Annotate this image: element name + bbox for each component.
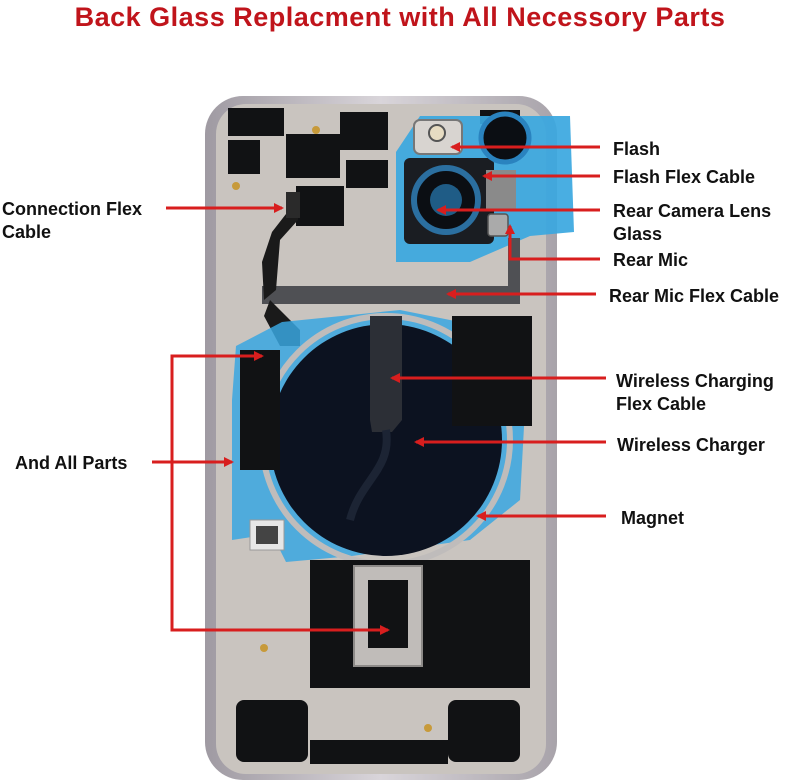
black-pad: [228, 108, 284, 136]
page-title: Back Glass Replacment with All Necessory…: [74, 2, 726, 32]
wireless-charger-flex: [370, 316, 402, 432]
black-pad: [236, 700, 308, 762]
black-pad: [228, 140, 260, 174]
arrow-rear-mic: [505, 224, 600, 261]
label-magnet: Magnet: [621, 508, 684, 528]
gold-screw: [260, 644, 268, 652]
black-pad: [310, 740, 448, 764]
label-wireless-charger: Wireless Charger: [617, 435, 765, 455]
black-pad: [286, 134, 340, 178]
label-wireless-charging-flex-cable: Wireless Charging Flex Cable: [616, 370, 774, 416]
label-rear-camera-lens-glass: Rear Camera Lens Glass: [613, 200, 771, 246]
label-wireless-charging-flex-cable-line2: Flex Cable: [616, 394, 707, 414]
label-wireless-charging-flex-cable-line1: Wireless Charging: [616, 371, 774, 391]
arrow-and-all-parts-lower: [170, 462, 390, 635]
black-pad: [452, 316, 532, 426]
label-rear-mic: Rear Mic: [613, 250, 689, 270]
label-flash-flex-cable: Flash Flex Cable: [613, 167, 756, 187]
gold-screw: [232, 182, 240, 190]
gold-screw: [312, 126, 320, 134]
label-rear-mic-flex-cable: Rear Mic Flex Cable: [609, 286, 780, 306]
arrow-and-all-parts-upper: [170, 351, 264, 462]
black-pad: [240, 350, 280, 470]
label-flash: Flash: [613, 139, 661, 159]
gold-screw: [424, 724, 432, 732]
connection-flex-cable-tip: [286, 192, 300, 218]
black-pad: [448, 700, 520, 762]
label-connection-flex-cable-line1: Connection Flex: [2, 199, 143, 219]
black-pad: [340, 112, 388, 150]
black-pad: [346, 160, 388, 188]
flash: [428, 124, 446, 142]
label-and-all-parts: And All Parts: [15, 453, 128, 473]
qr-sticker-code: [256, 526, 278, 544]
connection-flex-cable: [262, 194, 298, 300]
label-connection-flex-cable-line2: Cable: [2, 222, 52, 242]
black-pad: [296, 186, 344, 226]
charger-trace: [346, 429, 391, 522]
lower-bracket-slot: [368, 580, 408, 648]
tele-lens: [478, 111, 532, 165]
label-rear-camera-lens-glass-line1: Rear Camera Lens: [613, 201, 772, 221]
label-connection-flex-cable: Connection Flex Cable: [2, 198, 142, 244]
label-rear-camera-lens-glass-line2: Glass: [613, 224, 663, 244]
rear-mic: [487, 213, 509, 237]
